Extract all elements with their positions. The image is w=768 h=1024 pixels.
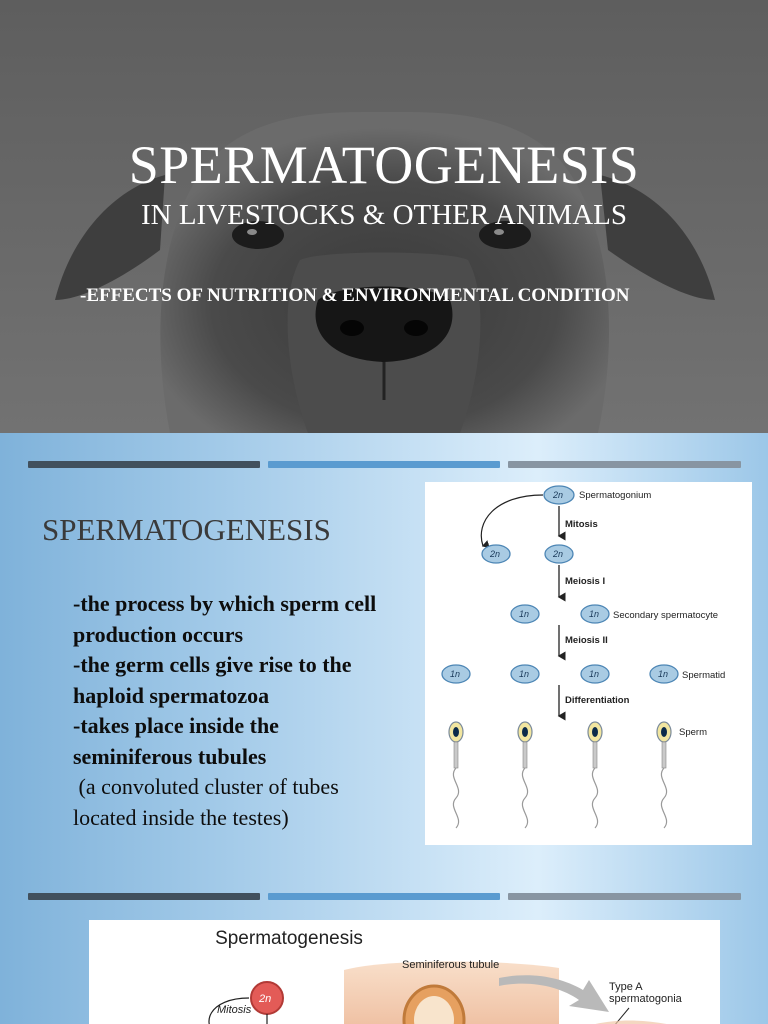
definition-text: -the process by which sperm cell product… (73, 589, 433, 833)
text-line: located inside the testes) (73, 804, 289, 830)
spermatid-cell (441, 664, 471, 684)
bar-dark (28, 461, 260, 468)
cell-ploidy: 1n (589, 609, 599, 619)
cell-2n (481, 544, 511, 564)
figure-title: Spermatogenesis (215, 928, 363, 949)
label-mitosis: Mitosis (217, 1004, 252, 1016)
cell-ploidy: 1n (658, 669, 668, 679)
title-slide: SPERMATOGENESIS IN LIVESTOCKS & OTHER AN… (0, 0, 768, 433)
bar-blue (268, 893, 500, 900)
sperm-cell (448, 721, 464, 829)
step-differentiation: Differentiation (565, 695, 630, 706)
cell-ploidy: 2n (258, 993, 271, 1005)
cell-ploidy: 1n (519, 609, 529, 619)
text-line: production occurs (73, 621, 244, 647)
bar-gray (508, 893, 741, 900)
cell-ploidy: 1n (450, 669, 460, 679)
sperm-cell (517, 721, 533, 829)
definition-slide: SPERMATOGENESIS -the process by which sp… (0, 433, 768, 865)
spermatogonium-cell (543, 485, 575, 505)
dog-photo (0, 0, 768, 433)
pointer-line (615, 1007, 630, 1024)
spermatid-cell (649, 664, 679, 684)
cell-2n (544, 544, 574, 564)
spermatid-cell (580, 664, 610, 684)
decorative-bars (28, 461, 741, 468)
cell-ploidy: 1n (519, 669, 529, 679)
stage-spermatogonium: Spermatogonium (579, 490, 651, 501)
decorative-bars (28, 893, 741, 900)
branch-lines (266, 1014, 268, 1024)
text-line: -the germ cells give rise to the (73, 652, 352, 677)
step-meiosis-1: Meiosis I (565, 576, 605, 587)
slide-title: SPERMATOGENESIS (128, 135, 640, 195)
diagram-svg: 2n Spermatogonium Mitosis 2n 2n Meiosis … (441, 485, 725, 829)
sperm-cell (587, 721, 603, 829)
bar-dark (28, 893, 260, 900)
figure-svg: Seminiferous tubule Type A spermatogonia… (208, 959, 683, 1024)
cell-ploidy: 2n (489, 549, 500, 559)
step-mitosis: Mitosis (565, 519, 598, 530)
cell-1n (580, 604, 610, 624)
stage-sperm: Sperm (679, 727, 707, 738)
text-line: seminiferous tubules (73, 743, 267, 769)
spermatogenesis-diagram: 2n Spermatogonium Mitosis 2n 2n Meiosis … (425, 482, 752, 845)
text-line: (a convoluted cluster of tubes (73, 774, 339, 799)
label-type-a-2: spermatogonia (609, 993, 683, 1005)
cell-ploidy: 2n (552, 549, 563, 559)
sperm-cell (656, 721, 672, 829)
zoom-arrow (499, 975, 609, 1012)
slide-heading: SPERMATOGENESIS (42, 512, 331, 547)
stage-spermatid: Spermatid (682, 670, 725, 681)
step-meiosis-2: Meiosis II (565, 635, 608, 646)
process-slide: Spermatogenesis Seminiferous tubule Type… (0, 865, 768, 1024)
text-line: haploid spermatozoa (73, 682, 270, 708)
cell-ploidy: 2n (552, 490, 563, 500)
text-line: -takes place inside the (73, 713, 279, 738)
tissue-edge (595, 1020, 667, 1024)
spermatid-cell (510, 664, 540, 684)
slide-tagline: -EFFECTS OF NUTRITION & ENVIRONMENTAL CO… (80, 285, 630, 306)
bar-gray (508, 461, 741, 468)
slide-subtitle: IN LIVESTOCKS & OTHER ANIMALS (140, 199, 628, 231)
mitosis-loop (208, 997, 250, 1024)
stage-secondary-spermatocyte: Secondary spermatocyte (613, 610, 718, 621)
label-type-a: Type A (609, 981, 643, 993)
label-tubule: Seminiferous tubule (402, 959, 499, 971)
cell-1n (510, 604, 540, 624)
text-line: -the process by which sperm cell (73, 591, 377, 616)
bar-blue (268, 461, 500, 468)
spermatogenesis-figure: Spermatogenesis Seminiferous tubule Type… (89, 920, 720, 1024)
tubule-lumen (414, 996, 454, 1024)
cell-ploidy: 1n (589, 669, 599, 679)
